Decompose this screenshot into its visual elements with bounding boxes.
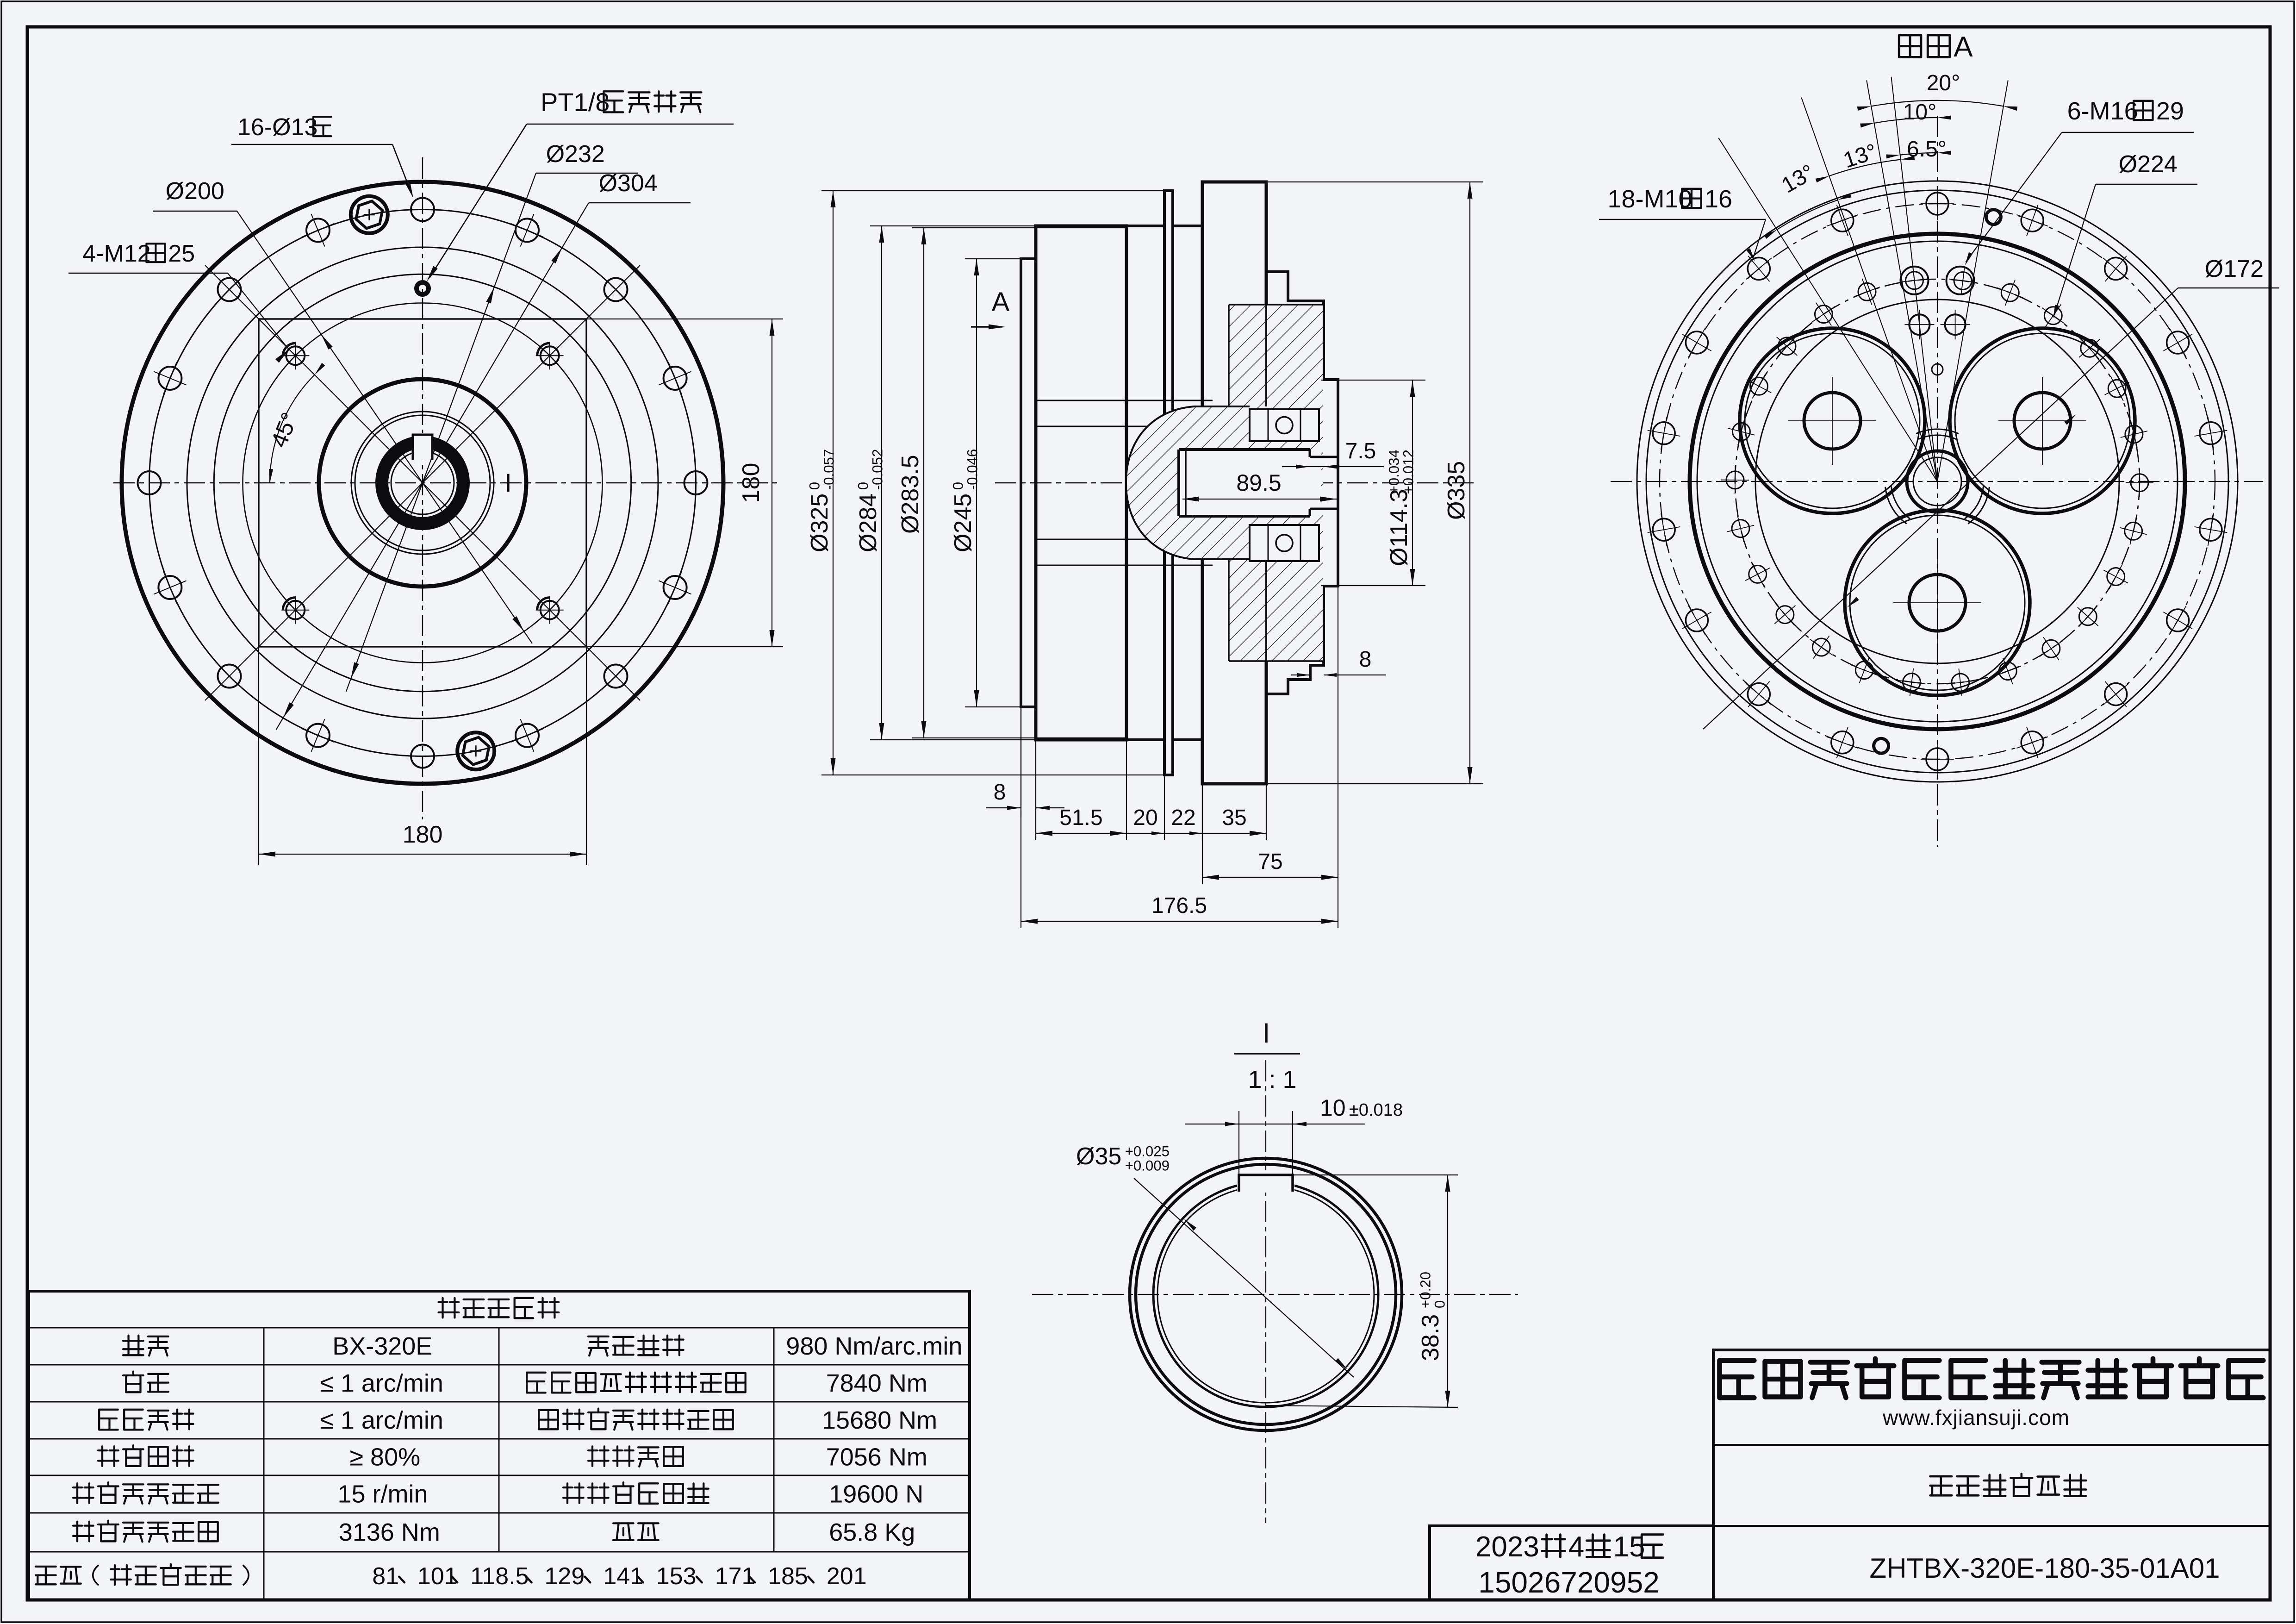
svg-text:89.5: 89.5 bbox=[1236, 470, 1281, 496]
svg-text:0: 0 bbox=[855, 482, 871, 490]
svg-text:≥ 80%: ≥ 80% bbox=[349, 1443, 420, 1471]
svg-text:Ø304: Ø304 bbox=[599, 170, 658, 197]
svg-text:0: 0 bbox=[806, 482, 822, 490]
svg-text:38.3: 38.3 bbox=[1417, 1314, 1444, 1361]
svg-text:185: 185 bbox=[768, 1563, 808, 1590]
svg-text:BX-320E: BX-320E bbox=[332, 1332, 432, 1360]
svg-text:-0.052: -0.052 bbox=[870, 449, 886, 490]
svg-text:7056 Nm: 7056 Nm bbox=[826, 1443, 927, 1471]
svg-text:2023: 2023 bbox=[1475, 1531, 1539, 1563]
svg-text:20: 20 bbox=[1133, 806, 1157, 830]
svg-text:201: 201 bbox=[827, 1563, 867, 1590]
svg-text:≤ 1 arc/min: ≤ 1 arc/min bbox=[320, 1406, 443, 1434]
svg-text:171: 171 bbox=[715, 1563, 755, 1590]
svg-text:1 : 1: 1 : 1 bbox=[1248, 1066, 1296, 1093]
svg-text:0: 0 bbox=[950, 482, 966, 490]
svg-text:8: 8 bbox=[994, 780, 1006, 805]
svg-text:PT1/8: PT1/8 bbox=[541, 87, 610, 117]
svg-text:+0.20: +0.20 bbox=[1417, 1272, 1433, 1308]
svg-text:0: 0 bbox=[1432, 1300, 1448, 1308]
svg-text:-0.057: -0.057 bbox=[821, 449, 837, 490]
svg-text:7840 Nm: 7840 Nm bbox=[826, 1369, 927, 1397]
svg-text:Ø283.5: Ø283.5 bbox=[897, 455, 924, 534]
svg-text:29: 29 bbox=[2156, 97, 2184, 125]
svg-text:180: 180 bbox=[403, 821, 443, 848]
svg-text:+0.012: +0.012 bbox=[1400, 450, 1417, 494]
svg-text:Ø232: Ø232 bbox=[546, 141, 605, 168]
svg-text:-0.046: -0.046 bbox=[964, 449, 981, 490]
svg-text:22: 22 bbox=[1171, 806, 1195, 830]
svg-text:Ø245: Ø245 bbox=[950, 493, 977, 552]
svg-text:101: 101 bbox=[417, 1563, 458, 1590]
svg-text:4-M12: 4-M12 bbox=[82, 240, 150, 267]
svg-text:16-Ø13: 16-Ø13 bbox=[237, 114, 317, 141]
svg-text:3136 Nm: 3136 Nm bbox=[339, 1518, 440, 1546]
svg-text:I: I bbox=[1263, 1018, 1270, 1049]
svg-text:Ø325: Ø325 bbox=[806, 493, 833, 552]
svg-text:+0.034: +0.034 bbox=[1386, 450, 1402, 494]
svg-text:4: 4 bbox=[1568, 1531, 1584, 1563]
svg-text:15026720952: 15026720952 bbox=[1478, 1566, 1660, 1599]
svg-text:51.5: 51.5 bbox=[1059, 806, 1102, 830]
svg-text:7.5: 7.5 bbox=[1345, 439, 1376, 463]
svg-text:25: 25 bbox=[168, 240, 195, 267]
svg-text:129: 129 bbox=[545, 1563, 585, 1590]
svg-text:20°: 20° bbox=[1927, 71, 1960, 95]
svg-text:A: A bbox=[992, 287, 1010, 317]
svg-text:I: I bbox=[504, 468, 512, 497]
svg-text:www.fxjiansuji.com: www.fxjiansuji.com bbox=[1882, 1405, 2070, 1430]
svg-text:18-M10: 18-M10 bbox=[1608, 185, 1692, 213]
svg-text:A: A bbox=[1954, 31, 1973, 63]
svg-text:180: 180 bbox=[738, 463, 765, 503]
svg-text:118.5: 118.5 bbox=[470, 1563, 529, 1590]
svg-text:Ø335: Ø335 bbox=[1443, 461, 1470, 520]
svg-text:6-M16: 6-M16 bbox=[2067, 97, 2138, 125]
svg-text:Ø284: Ø284 bbox=[855, 493, 882, 552]
svg-text:10: 10 bbox=[1320, 1095, 1346, 1121]
svg-text:Ø224: Ø224 bbox=[2119, 151, 2178, 178]
svg-text:176.5: 176.5 bbox=[1151, 893, 1207, 918]
svg-text:Ø35: Ø35 bbox=[1076, 1143, 1121, 1170]
svg-text:35: 35 bbox=[1222, 806, 1246, 830]
svg-text:+0.009: +0.009 bbox=[1125, 1158, 1170, 1174]
svg-text:16: 16 bbox=[1705, 185, 1732, 213]
svg-text:8: 8 bbox=[1359, 647, 1372, 672]
svg-text:15: 15 bbox=[1613, 1531, 1645, 1563]
svg-text:Ø200: Ø200 bbox=[166, 178, 224, 205]
svg-text:141: 141 bbox=[603, 1563, 643, 1590]
svg-text:Ø172: Ø172 bbox=[2205, 256, 2264, 282]
svg-text:980 Nm/arc.min: 980 Nm/arc.min bbox=[786, 1332, 962, 1360]
svg-text:±0.018: ±0.018 bbox=[1349, 1100, 1403, 1120]
svg-text:19600 N: 19600 N bbox=[829, 1480, 923, 1508]
svg-text:Ø114.3: Ø114.3 bbox=[1386, 489, 1412, 566]
svg-text:75: 75 bbox=[1258, 849, 1282, 874]
svg-text:ZHTBX-320E-180-35-01A01: ZHTBX-320E-180-35-01A01 bbox=[1869, 1553, 2220, 1584]
svg-text:10°: 10° bbox=[1903, 100, 1937, 125]
svg-text:≤ 1 arc/min: ≤ 1 arc/min bbox=[320, 1369, 443, 1397]
svg-text:153: 153 bbox=[656, 1563, 697, 1590]
svg-text:15680 Nm: 15680 Nm bbox=[822, 1406, 937, 1434]
svg-text:+0.025: +0.025 bbox=[1125, 1143, 1170, 1159]
svg-text:81: 81 bbox=[372, 1563, 399, 1590]
svg-text:15 r/min: 15 r/min bbox=[338, 1480, 428, 1508]
svg-text:65.8 Kg: 65.8 Kg bbox=[829, 1518, 915, 1546]
